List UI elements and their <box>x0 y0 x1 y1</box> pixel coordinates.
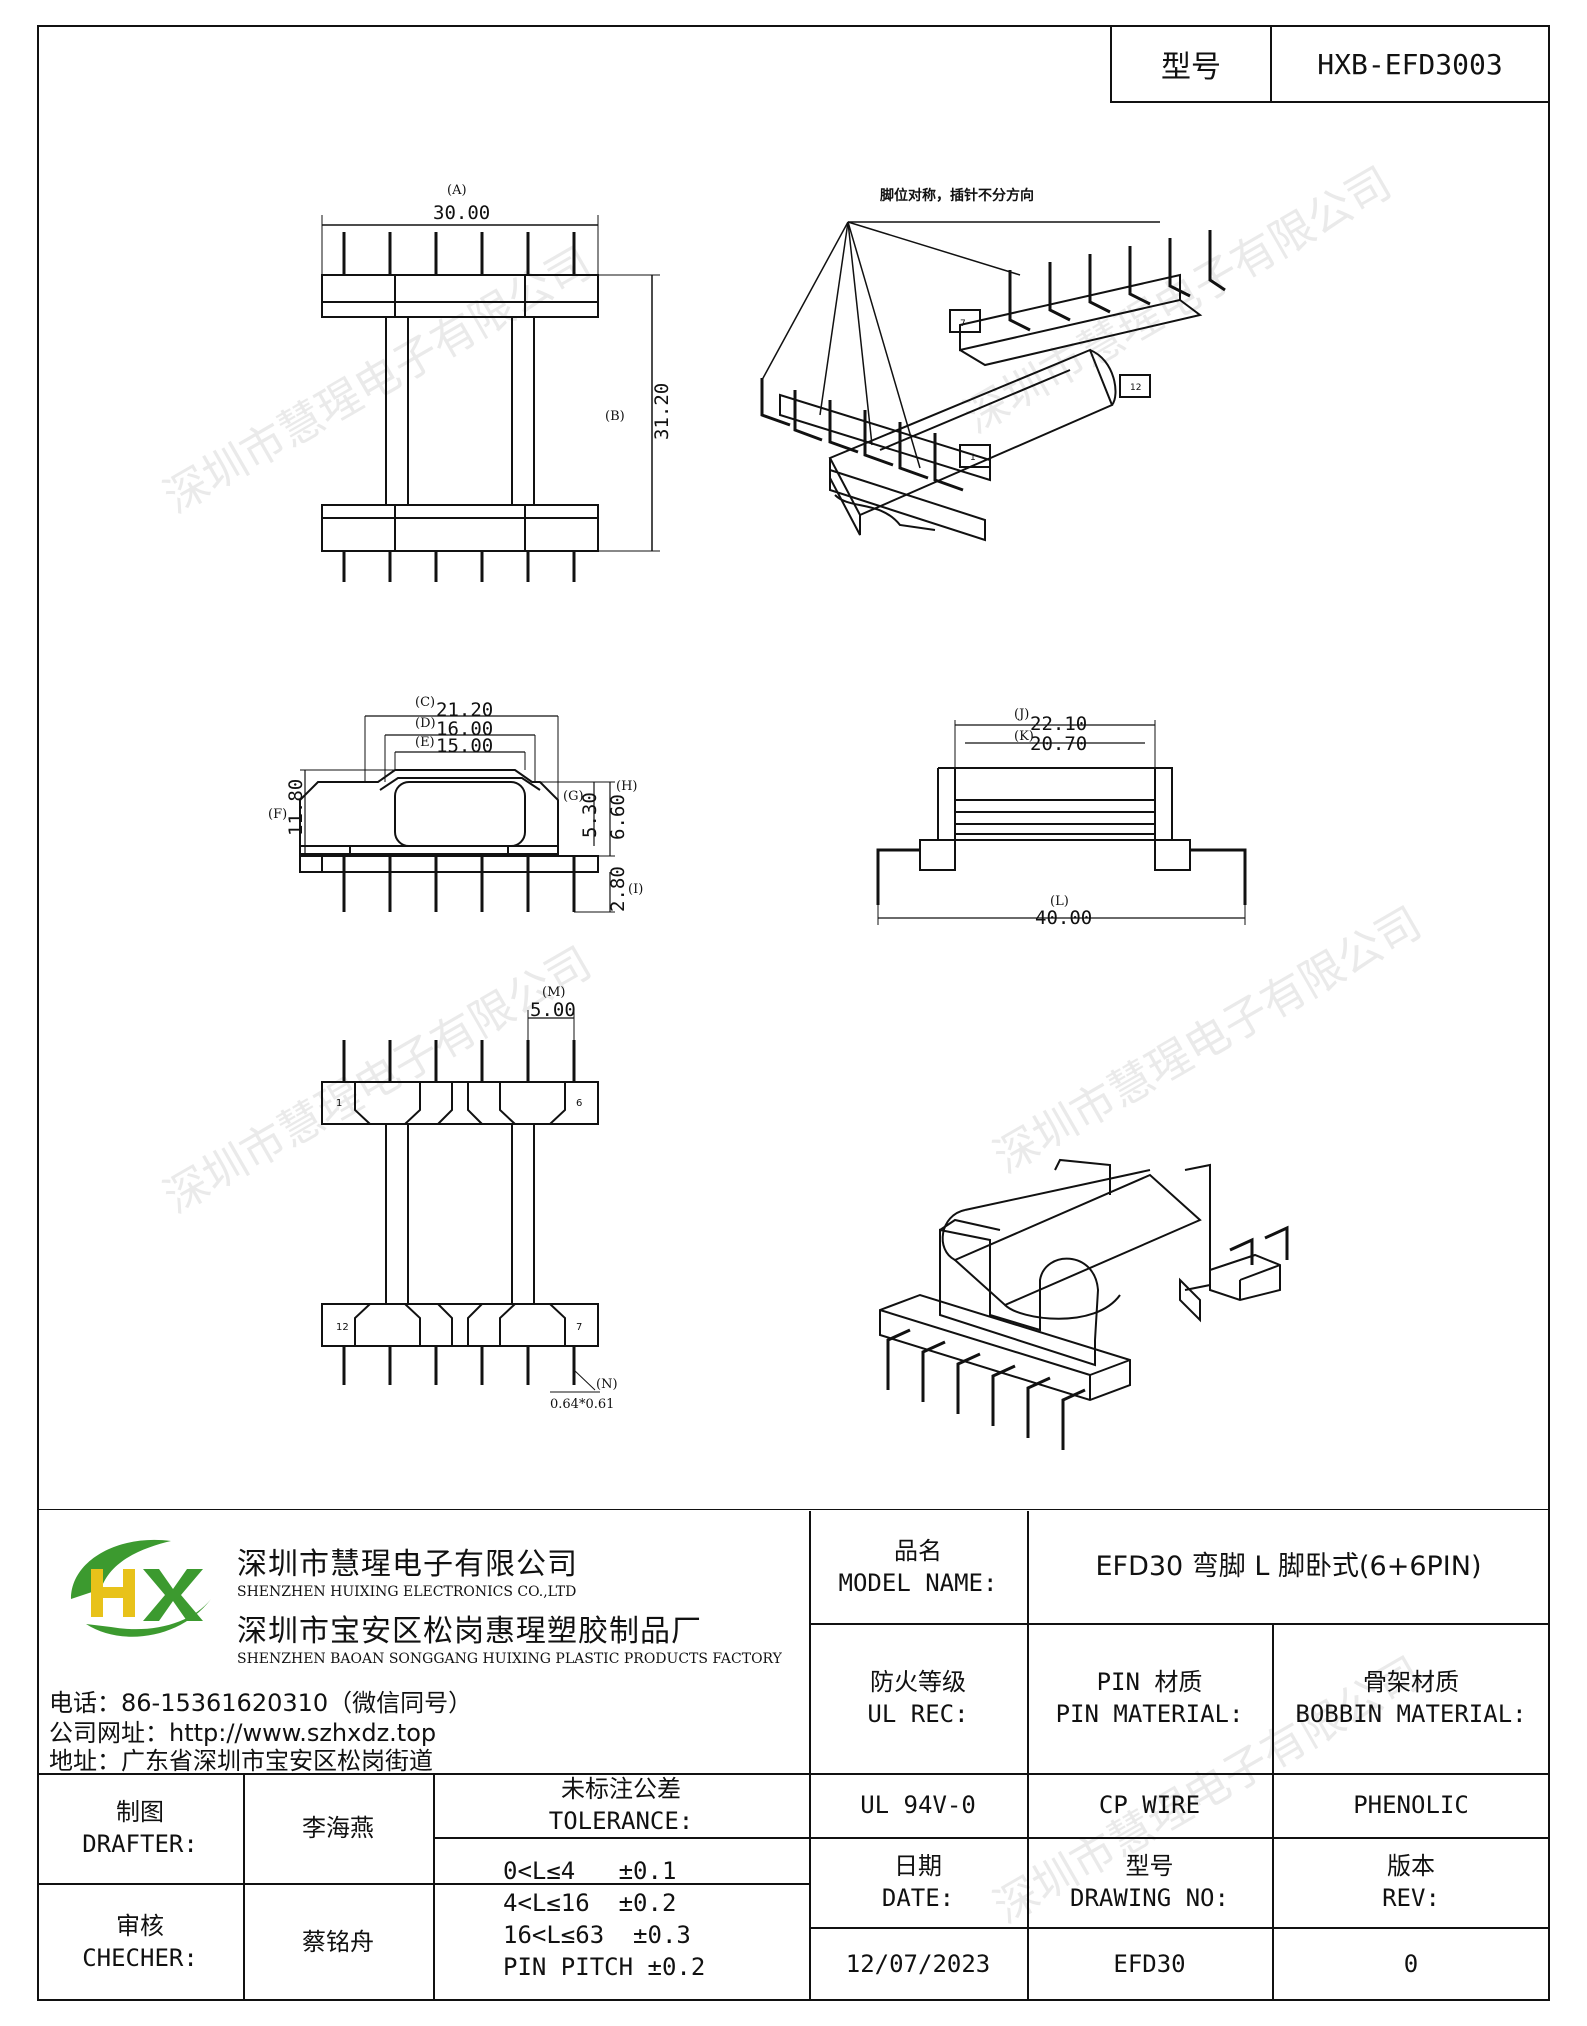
dim-i-label: (I) <box>628 882 643 897</box>
dim-b-value: 31.20 <box>651 383 673 440</box>
iso-view-top <box>760 221 1226 542</box>
bottom-pin-1: 1 <box>336 1098 342 1109</box>
title-block: 深圳市慧瑆电子有限公司 SHENZHEN HUIXING ELECTRONICS… <box>37 1511 1550 2001</box>
dim-h-label: (H) <box>616 779 637 794</box>
dim-k-value: 20.70 <box>1030 733 1087 755</box>
ul-rec-header: 防火等级 UL REC: <box>867 1668 969 1728</box>
dim-d-value: 16.00 <box>436 718 493 740</box>
dim-n-label: (N) <box>596 1377 618 1392</box>
dim-d-label: (D) <box>415 716 436 731</box>
company-info: 深圳市慧瑆电子有限公司 SHENZHEN HUIXING ELECTRONICS… <box>37 1511 809 1775</box>
technical-drawing: (A) 30.00 (B) 31.20 <box>37 183 1550 1510</box>
dim-b-label: (B) <box>605 409 625 424</box>
company-name-en: SHENZHEN HUIXING ELECTRONICS CO.,LTD <box>237 1584 577 1600</box>
dim-m-label: (M) <box>542 985 565 1000</box>
company-address: 地址：广东省深圳市宝安区松岗街道 <box>49 1747 433 1775</box>
model-number-box: 型号 HXB-EFD3003 <box>1110 25 1550 103</box>
pin-material-header: PIN 材质 PIN MATERIAL: <box>1055 1668 1244 1728</box>
dim-c-value: 21.20 <box>436 699 493 721</box>
bottom-pin-7: 7 <box>576 1322 582 1333</box>
drawing-no-header: 型号 DRAWING NO: <box>1070 1852 1229 1912</box>
company-name-cn: 深圳市慧瑆电子有限公司 <box>237 1547 578 1582</box>
iso-view-bottom <box>879 1158 1289 1450</box>
bottom-view <box>321 1010 600 1393</box>
dim-c-label: (C) <box>415 695 435 710</box>
pin-note: 脚位对称，插针不分方向 <box>880 187 1034 204</box>
model-number-value: HXB-EFD3003 <box>1317 47 1503 81</box>
bobbin-material-value: PHENOLIC <box>1353 1791 1469 1819</box>
dim-n-value: 0.64*0.61 <box>550 1397 614 1412</box>
tolerance-line: PIN PITCH ±0.2 <box>503 1953 706 1981</box>
drawing-sheet-border <box>37 25 1550 2001</box>
tolerance-line: 4<L≤16 ±0.2 <box>503 1889 677 1917</box>
drawing-no-value: EFD30 <box>1113 1950 1186 1978</box>
bottom-pin-12: 12 <box>336 1322 349 1333</box>
model-name-value: EFD30 弯脚 L 脚卧式(6+6PIN) <box>1095 1551 1482 1582</box>
dim-g-label: (G) <box>563 789 584 804</box>
factory-name-en: SHENZHEN BAOAN SONGGANG HUIXING PLASTIC … <box>237 1651 782 1667</box>
dim-l-label: (L) <box>1050 894 1069 909</box>
top-view <box>321 215 660 582</box>
dim-m-value: 5.00 <box>530 999 576 1021</box>
date-header: 日期 DATE: <box>881 1852 955 1912</box>
tolerance-header: 未标注公差 TOLERANCE: <box>548 1775 694 1835</box>
model-number-label: 型号 <box>1112 27 1272 101</box>
iso-pin-12: 12 <box>1130 383 1141 393</box>
dim-j-label: (J) <box>1014 707 1029 722</box>
tolerance-line: 0<L≤4 ±0.1 <box>503 1857 677 1885</box>
factory-name-cn: 深圳市宝安区松岗惠瑆塑胶制品厂 <box>237 1614 702 1649</box>
ul-rec-value: UL 94V-0 <box>860 1791 976 1819</box>
company-logo <box>71 1539 211 1637</box>
drafter-name: 李海燕 <box>302 1814 374 1842</box>
dim-f-value: 11.80 <box>285 779 307 836</box>
dim-h-value: 6.60 <box>607 794 629 840</box>
dim-g-value: 5.30 <box>579 792 601 838</box>
checker-name: 蔡铭舟 <box>302 1928 374 1956</box>
dim-e-label: (E) <box>415 735 435 750</box>
bobbin-material-header: 骨架材质 BOBBIN MATERIAL: <box>1295 1668 1527 1728</box>
bottom-pin-6: 6 <box>576 1098 582 1109</box>
iso-pin-7: 7 <box>960 319 966 329</box>
date-value: 12/07/2023 <box>845 1950 991 1978</box>
front-view <box>299 715 615 913</box>
dim-f-label: (F) <box>268 807 287 822</box>
dim-a-label: (A) <box>447 183 467 198</box>
dim-e-value: 15.00 <box>436 735 493 757</box>
dim-i-value: 2.80 <box>607 866 629 912</box>
dim-j-value: 22.10 <box>1030 713 1087 735</box>
iso-pin-1: 1 <box>970 453 976 463</box>
side-view <box>876 720 1247 925</box>
company-phone: 电话：86-15361620310（微信同号） <box>49 1689 473 1717</box>
dim-l-value: 40.00 <box>1035 907 1092 929</box>
dim-a-value: 30.00 <box>433 202 490 224</box>
tolerance-values: 0<L≤4 ±0.1 4<L≤16 ±0.2 16<L≤63 ±0.3 PIN … <box>433 1837 809 2001</box>
drafter-header: 制图 DRAFTER: <box>82 1798 198 1858</box>
rev-value: 0 <box>1403 1950 1419 1978</box>
company-website: 公司网址：http://www.szhxdz.top <box>49 1719 437 1747</box>
dim-k-label: (K) <box>1014 729 1034 744</box>
model-name-header: 品名 MODEL NAME: <box>838 1537 998 1597</box>
pin-material-value: CP WIRE <box>1098 1791 1201 1819</box>
checker-header: 审核 CHECHER: <box>82 1912 198 1972</box>
rev-header: 版本 REV: <box>1382 1852 1440 1912</box>
tolerance-line: 16<L≤63 ±0.3 <box>503 1921 691 1949</box>
